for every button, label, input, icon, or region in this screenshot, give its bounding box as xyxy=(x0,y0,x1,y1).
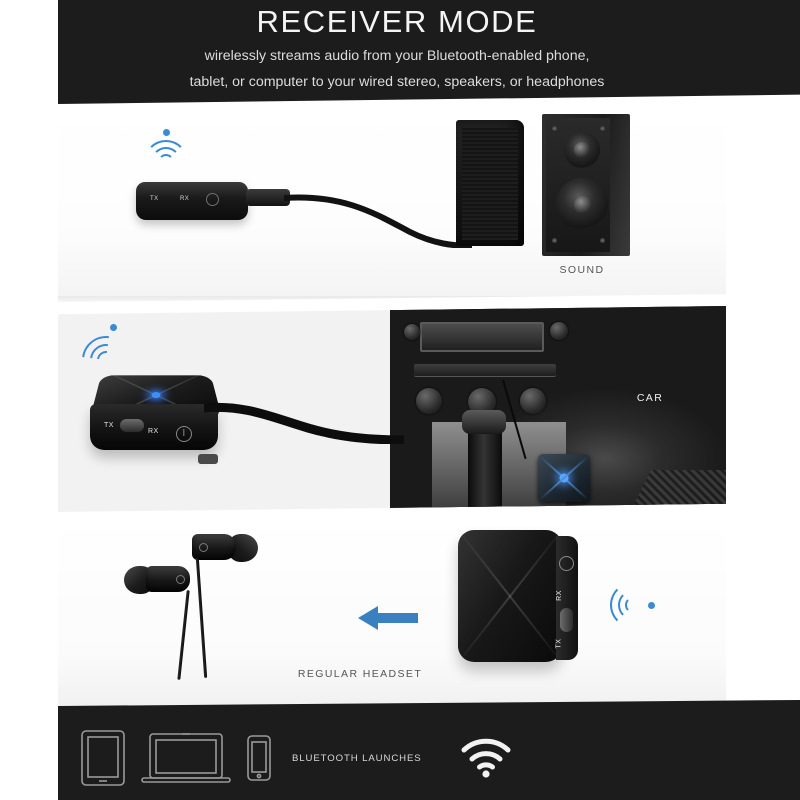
device-rx-label: RX xyxy=(555,590,563,601)
device-tx-label: TX xyxy=(150,196,159,202)
audio-cable xyxy=(204,402,404,444)
page-title: RECEIVER MODE xyxy=(256,4,538,39)
device-rx-label: RX xyxy=(148,428,159,435)
device-tx-label: TX xyxy=(555,638,563,649)
power-button-icon[interactable] xyxy=(176,426,192,442)
bluetooth-signal-icon xyxy=(610,582,666,632)
wifi-icon xyxy=(461,738,511,778)
audio-jack-connector xyxy=(246,189,290,206)
woofer-dome xyxy=(574,196,592,214)
baffle-screw xyxy=(552,126,557,131)
baffle-screw xyxy=(600,238,605,243)
speaker-grille xyxy=(462,128,518,240)
car-head-unit-display xyxy=(420,322,544,352)
earbud-marking xyxy=(199,543,208,552)
power-button-icon[interactable] xyxy=(559,556,574,571)
device-top-surface xyxy=(458,530,562,662)
device-rx-label: RX xyxy=(180,196,190,202)
car-climate-knob xyxy=(520,388,546,414)
aux-output-port xyxy=(198,454,218,464)
panel-headset: RX TX REGULAR HEADSET xyxy=(58,516,726,712)
device-led-indicator xyxy=(559,473,569,483)
tx-rx-slider-switch[interactable] xyxy=(560,608,573,632)
footer-bar: BLUETOOTH LAUNCHES xyxy=(58,700,800,800)
car-cd-slot xyxy=(414,364,556,376)
header-text-block: RECEIVER MODE wirelessly streams audio f… xyxy=(58,0,736,93)
speaker-front-baffle xyxy=(546,118,610,252)
device-front-face: TX RX xyxy=(90,404,218,464)
bluetooth-signal-icon xyxy=(136,124,196,172)
laptop-icon xyxy=(141,733,231,783)
baffle-screw xyxy=(552,238,557,243)
header-subtitle-line-2: tablet, or computer to your wired stereo… xyxy=(189,73,605,90)
panel-sound: TX RX SOUND xyxy=(58,106,726,302)
car-shift-knob xyxy=(462,410,506,434)
tx-rx-slider-switch[interactable] xyxy=(120,419,144,432)
earbud-marking xyxy=(176,575,185,584)
speaker-right xyxy=(542,114,630,256)
car-interior-photo: CAR xyxy=(390,306,726,512)
footer-content: BLUETOOTH LAUNCHES xyxy=(80,716,800,800)
device-led-indicator xyxy=(151,391,161,399)
bluetooth-adapter-device-in-car xyxy=(538,454,590,502)
power-button-icon xyxy=(206,193,219,206)
header-subtitle-line-1: wirelessly streams audio from your Bluet… xyxy=(204,47,590,64)
panel-car: CAR TX RX xyxy=(58,306,726,512)
arrow-left-icon xyxy=(358,606,418,630)
baffle-screw xyxy=(600,126,605,131)
audio-cable xyxy=(284,194,472,248)
device-tx-label: TX xyxy=(104,422,114,429)
footer-label: BLUETOOTH LAUNCHES xyxy=(292,752,422,764)
header-banner: RECEIVER MODE wirelessly streams audio f… xyxy=(58,0,800,104)
bluetooth-signal-icon xyxy=(72,322,140,394)
smartphone-icon xyxy=(247,735,271,781)
tablet-icon xyxy=(81,730,125,786)
bluetooth-adapter-device: RX TX xyxy=(458,530,582,664)
car-dash-knob xyxy=(550,322,568,340)
caption-car: CAR xyxy=(636,392,664,404)
caption-sound: SOUND xyxy=(559,264,605,276)
bluetooth-adapter-device: TX RX xyxy=(136,182,248,220)
panel-divider xyxy=(58,296,726,302)
car-climate-knob xyxy=(416,388,442,414)
speaker-left xyxy=(456,120,524,246)
car-floor-mat xyxy=(630,470,726,512)
tweeter-dome xyxy=(574,142,590,158)
car-dash-knob xyxy=(404,324,420,340)
bluetooth-adapter-device: TX RX xyxy=(84,364,228,464)
caption-regular-headset: REGULAR HEADSET xyxy=(297,668,423,680)
